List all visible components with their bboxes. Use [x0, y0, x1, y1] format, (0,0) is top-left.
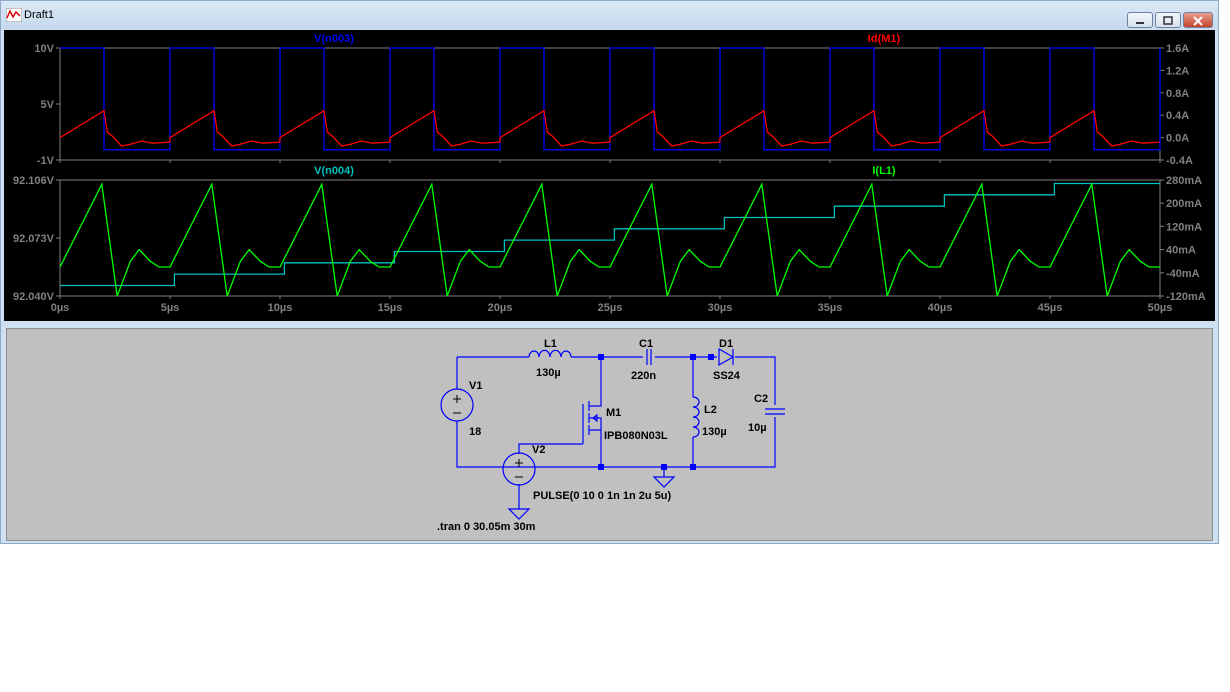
- d1-diode-symbol: [718, 347, 735, 367]
- d1-label: D1: [719, 338, 733, 350]
- l2-value: 130µ: [702, 426, 727, 438]
- series-trace: [59, 182, 1160, 297]
- schematic-canvas[interactable]: L1 130µ C1 220n D1 SS24 V1 18 M1 IPB080N…: [7, 329, 1212, 540]
- right-tick-label: 280mA: [1166, 175, 1202, 187]
- v1-label: V1: [469, 380, 482, 392]
- c2-label: C2: [754, 393, 768, 405]
- series-name: Id(M1): [868, 33, 901, 45]
- c2-value: 10µ: [748, 422, 767, 434]
- m1-value: IPB080N03L: [604, 430, 668, 442]
- d1-value: SS24: [713, 370, 741, 382]
- series-trace: [60, 47, 1161, 151]
- v2-source-symbol: [502, 452, 536, 486]
- c1-label: C1: [639, 338, 653, 350]
- close-button[interactable]: [1183, 12, 1213, 28]
- x-tick-label: 5µs: [161, 302, 180, 314]
- junction-dot: [690, 354, 696, 360]
- left-tick-label: -1V: [37, 155, 55, 167]
- wire: [735, 356, 776, 405]
- left-tick-label: 92.040V: [13, 291, 55, 303]
- right-tick-label: -0.4A: [1166, 155, 1193, 167]
- right-tick-label: 1.2A: [1166, 65, 1189, 77]
- v1-value: 18: [469, 426, 481, 438]
- left-tick-label: 92.106V: [13, 175, 55, 187]
- window-title: Draft1: [24, 9, 54, 21]
- x-tick-label: 25µs: [598, 302, 623, 314]
- series-name: I(L1): [872, 165, 896, 177]
- ground-icon: [507, 508, 531, 520]
- right-tick-label: 0.8A: [1166, 88, 1189, 100]
- x-tick-label: 40µs: [928, 302, 953, 314]
- left-tick-label: 5V: [41, 99, 55, 111]
- x-tick-label: 35µs: [818, 302, 843, 314]
- right-tick-label: 200mA: [1166, 198, 1202, 210]
- right-tick-label: 0.0A: [1166, 133, 1189, 145]
- left-tick-label: 92.073V: [13, 233, 55, 245]
- right-tick-label: 0.4A: [1166, 110, 1189, 122]
- x-tick-label: 30µs: [708, 302, 733, 314]
- v2-label: V2: [532, 444, 545, 456]
- l1-value: 130µ: [536, 367, 561, 379]
- minimize-icon: [1136, 22, 1144, 24]
- x-tick-label: 50µs: [1148, 302, 1173, 314]
- series-trace: [59, 109, 1160, 147]
- close-icon: [1193, 16, 1203, 26]
- l1-inductor-symbol: [528, 349, 572, 358]
- c2-capacitor-symbol: [765, 408, 785, 415]
- v2-value: PULSE(0 10 0 1n 1n 2u 5u): [533, 490, 671, 502]
- maximize-icon: [1163, 16, 1173, 25]
- series-trace: [60, 182, 1160, 287]
- x-tick-label: 45µs: [1038, 302, 1063, 314]
- plus-icon: [453, 395, 461, 403]
- m1-mosfet-symbol: [582, 399, 602, 444]
- x-tick-label: 0µs: [51, 302, 70, 314]
- schematic-editor[interactable]: L1 130µ C1 220n D1 SS24 V1 18 M1 IPB080N…: [6, 328, 1213, 541]
- x-tick-label: 10µs: [268, 302, 293, 314]
- m1-label: M1: [606, 407, 621, 419]
- maximize-button[interactable]: [1155, 12, 1181, 28]
- series-name: V(n004): [314, 165, 354, 177]
- app-window: Draft1 10V 5V -1V 1.6A 1.2A 0.8A 0.4A 0.0A -0.4A…: [0, 0, 1219, 544]
- right-tick-label: 1.6A: [1166, 43, 1189, 55]
- wire: [518, 443, 583, 454]
- wire: [456, 417, 776, 468]
- plus-icon: [515, 459, 523, 467]
- ground-icon: [652, 476, 676, 488]
- junction-dot: [708, 354, 714, 360]
- junction-dot: [598, 464, 604, 470]
- x-tick-label: 15µs: [378, 302, 403, 314]
- right-tick-label: 40mA: [1166, 245, 1196, 257]
- junction-dot: [598, 354, 604, 360]
- left-tick-label: 10V: [34, 43, 54, 55]
- x-tick-label: 20µs: [488, 302, 513, 314]
- junction-dot: [661, 464, 667, 470]
- title-bar[interactable]: Draft1: [1, 1, 1218, 29]
- minimize-button[interactable]: [1127, 12, 1153, 28]
- junction-dot: [690, 464, 696, 470]
- right-tick-label: -120mA: [1166, 291, 1206, 303]
- l2-label: L2: [704, 404, 717, 416]
- l2-inductor-symbol: [692, 396, 700, 438]
- c1-value: 220n: [631, 370, 656, 382]
- waveform-app-icon: [6, 8, 22, 22]
- series-name: V(n003): [314, 33, 354, 45]
- spice-directive[interactable]: .tran 0 30.05m 30m: [437, 521, 536, 533]
- l1-label: L1: [544, 338, 557, 350]
- right-tick-label: -40mA: [1166, 268, 1200, 280]
- waveform-viewer[interactable]: 10V 5V -1V 1.6A 1.2A 0.8A 0.4A 0.0A -0.4A V(n003)…: [4, 30, 1215, 321]
- waveform-plot[interactable]: 10V 5V -1V 1.6A 1.2A 0.8A 0.4A 0.0A -0.4A V(n003)…: [4, 30, 1215, 321]
- v1-source-symbol: [440, 388, 474, 422]
- right-tick-label: 120mA: [1166, 221, 1202, 233]
- c1-capacitor-symbol: [646, 349, 652, 365]
